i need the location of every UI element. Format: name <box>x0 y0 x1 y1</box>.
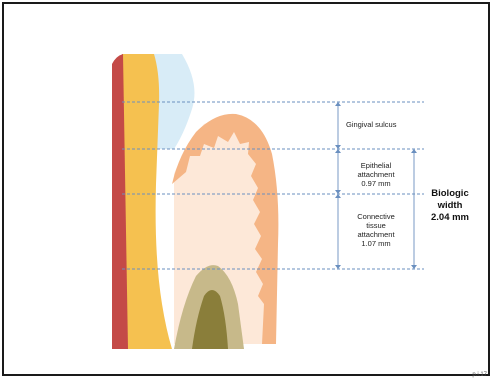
epithelial-label-2: attachment <box>357 170 395 179</box>
sulcus-fluid <box>154 54 194 149</box>
gingival-sulcus-label: Gingival sulcus <box>346 120 397 129</box>
biologic-label-3: 2.04 mm <box>431 212 469 223</box>
epithelial-label-1: Epithelial <box>361 161 392 170</box>
biologic-label-2: width <box>437 200 463 211</box>
connective-label-1: Connective <box>357 212 395 221</box>
connective-label-2: tissue <box>366 221 386 230</box>
connective-label-3: attachment <box>357 230 395 239</box>
epithelial-label-3: 0.97 mm <box>361 179 390 188</box>
diagram-frame: Gingival sulcus Epithelial attachment 0.… <box>2 2 490 376</box>
connective-label-4: 1.07 mm <box>361 239 390 248</box>
biologic-label-1: Biologic <box>431 188 468 199</box>
page-code: p.i.17 <box>472 372 487 378</box>
biologic-width-diagram: Gingival sulcus Epithelial attachment 0.… <box>4 4 488 374</box>
